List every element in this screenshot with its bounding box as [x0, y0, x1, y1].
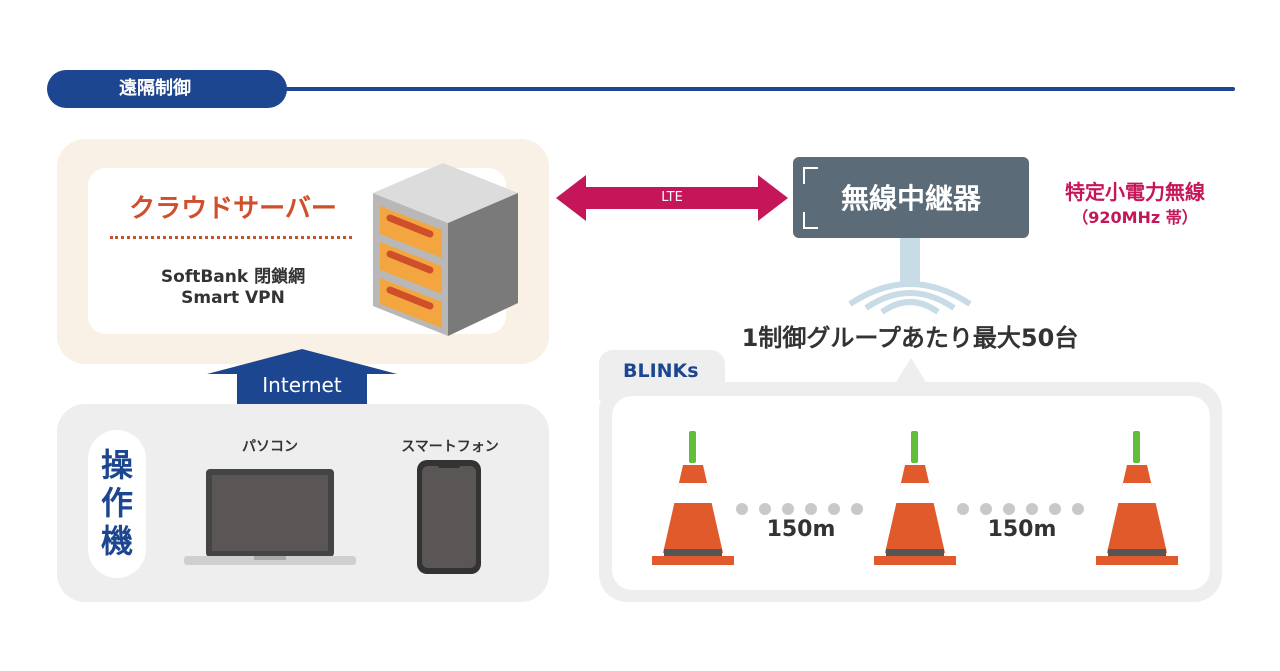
- blinks-tab: [599, 350, 725, 400]
- network-line-1: SoftBank 閉鎖網: [160, 267, 306, 287]
- relay-box: [793, 157, 1029, 238]
- section-divider: [280, 87, 1235, 91]
- internet-label: Internet: [262, 373, 342, 397]
- relay-label: 無線中継器: [840, 182, 981, 215]
- radio-type-label: 特定小電力無線: [1065, 180, 1205, 204]
- distance-label-2: 150m: [987, 517, 1057, 542]
- device-label-phone: スマートフォン: [401, 439, 499, 455]
- radio-band-label: （920MHz 帯）: [1072, 208, 1198, 227]
- lte-label: LTE: [661, 190, 683, 205]
- dotted-divider: [110, 236, 352, 239]
- smartphone-icon: [417, 460, 481, 574]
- device-label-pc: パソコン: [242, 439, 298, 455]
- distance-dots-1: [736, 503, 863, 515]
- section-title: 遠隔制御: [47, 70, 287, 108]
- server-rack-icon: [373, 163, 518, 336]
- cloud-server-title: クラウドサーバー: [129, 194, 337, 224]
- lte-double-arrow-icon: [556, 175, 788, 221]
- traffic-cone-icon-2: [874, 431, 956, 565]
- network-line-2: Smart VPN: [181, 288, 285, 308]
- traffic-cone-icon-1: [652, 431, 734, 565]
- laptop-icon: [184, 469, 356, 565]
- internet-up-arrow-icon: [207, 349, 397, 407]
- radio-wave-icon: [848, 281, 972, 315]
- relay-corner-marks: [803, 167, 818, 229]
- antenna-pole: [900, 238, 920, 286]
- group-capacity-label: 1制御グループあたり最大50台: [741, 324, 1079, 352]
- traffic-cone-icon-3: [1096, 431, 1178, 565]
- distance-dots-2: [957, 503, 1084, 515]
- distance-label-1: 150m: [766, 517, 836, 542]
- speech-pointer: [896, 358, 926, 382]
- operator-label: 操 作 機: [100, 446, 133, 560]
- operator-label-pill: [88, 430, 146, 578]
- blinks-tab-label: BLINKs: [623, 360, 699, 382]
